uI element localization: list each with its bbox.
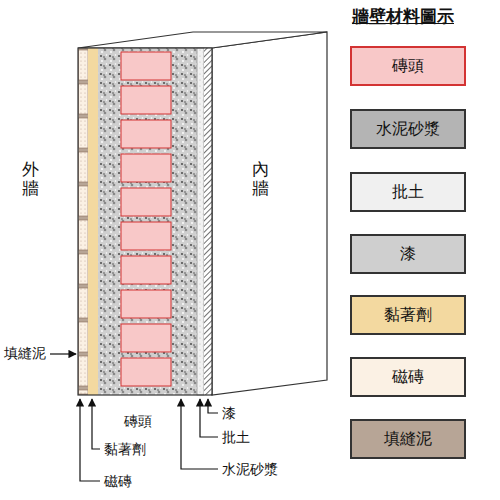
part-label: 磁磚 [104,473,132,490]
mortar-layer [174,48,197,395]
tile [79,84,89,114]
legend-swatch: 水泥砂漿 [350,109,466,149]
brick [121,86,171,114]
legend-swatch: 磁磚 [350,357,466,397]
part-label: 黏著劑 [104,441,146,458]
tile [79,186,89,216]
brick [121,154,171,182]
leader-arrow [208,399,218,413]
part-label: 漆 [222,405,236,422]
tile [79,152,89,182]
legend-text: 填縫泥 [384,429,432,450]
tile [79,220,89,250]
brick [121,358,171,386]
brick-mortar-layer [118,48,174,395]
brick [121,256,171,284]
part-label: 水泥砂漿 [222,461,278,478]
leader-arrow [181,399,218,469]
brick [121,52,171,80]
leader-arrow [200,399,218,437]
legend-title: 牆壁材料圖示 [352,6,454,26]
legend-swatch: 填縫泥 [350,419,466,459]
brick [121,120,171,148]
grout-layer [78,48,88,395]
adhesive-layer [88,48,98,395]
brick [121,324,171,352]
wall-side-label: 外牆 [22,160,39,197]
part-label: 磚頭 [124,413,152,430]
tile [79,390,89,394]
legend-text: 水泥砂漿 [376,119,440,140]
legend-swatch: 批土 [350,172,466,212]
wall-side-label: 內牆 [252,160,269,197]
legend-text: 磁磚 [392,367,424,388]
legend-swatch: 磚頭 [350,46,466,86]
tile-layer [79,50,89,394]
leader-arrow [80,399,100,481]
inner-wall-face [212,32,327,395]
brick-layer [121,52,171,386]
leader-arrow [92,399,100,449]
tile [79,356,89,386]
legend-text: 黏著劑 [384,305,432,326]
part-label: 批土 [222,429,250,446]
brick [121,188,171,216]
brick [121,290,171,318]
tile [79,118,89,148]
legend-text: 磚頭 [392,56,424,77]
legend-swatch: 漆 [350,234,466,274]
part-label: 填縫泥 [4,345,46,362]
legend-text: 漆 [400,244,416,265]
wall-top-face [78,32,327,48]
tile [79,322,89,352]
putty-layer [197,48,204,395]
brick [121,222,171,250]
leader-arrow [50,353,76,354]
legend-text: 批土 [392,182,424,203]
tile [79,254,89,284]
tile [79,288,89,318]
tile [79,50,89,80]
paint-layer [204,48,212,395]
section-outline [78,48,212,395]
legend-swatch: 黏著劑 [350,295,466,335]
mortar-layer [98,48,118,395]
